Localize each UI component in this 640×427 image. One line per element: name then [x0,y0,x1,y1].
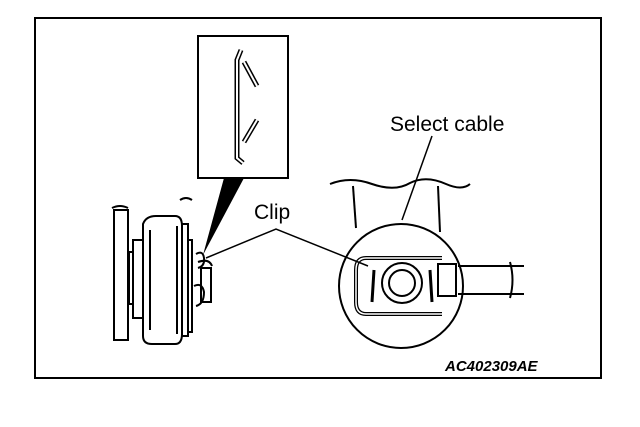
clip-leader-line [205,228,369,267]
clip-label: Clip [254,201,290,224]
figure-frame [34,17,602,379]
shift-lever-assembly [111,197,213,345]
select-cable-label: Select cable [390,113,504,136]
figure-code: AC402309AE [444,358,539,375]
select-cable-leader-line [401,135,433,221]
inset-pointer-wedge [203,178,244,255]
select-cable-detail [329,178,524,349]
leader-lines [205,135,433,267]
clip-detail-inset [197,35,289,255]
